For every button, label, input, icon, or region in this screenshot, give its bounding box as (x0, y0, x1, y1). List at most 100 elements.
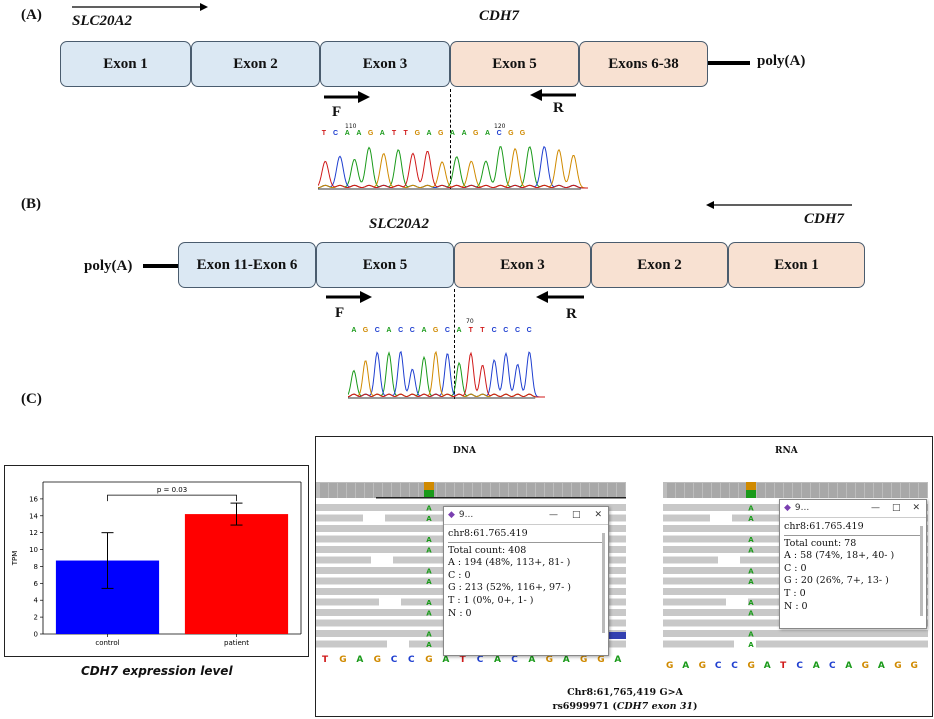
panel-b-gene-right: CDH7 (804, 211, 845, 227)
ref-base-3: C (714, 661, 722, 671)
panel-a-polya-tail (708, 61, 750, 65)
igv-dna-title: DNA (453, 446, 477, 456)
panel-a-seq-base-3: A (356, 130, 362, 137)
ref-base-6: A (763, 661, 771, 671)
ref-base-5: C (408, 655, 415, 665)
close-icon[interactable]: ✕ (912, 503, 920, 514)
coverage-bin (554, 483, 562, 498)
variant-rsid-suffix: ) (693, 701, 698, 712)
read-alt-base: A (426, 599, 432, 607)
coverage-bin (347, 483, 355, 498)
coverage-bin (820, 483, 828, 498)
igv-rna-popup-titlebar[interactable]: ◆ 9... — □ ✕ (780, 500, 926, 518)
coverage-bin (676, 483, 684, 498)
panel-a-exon-3: Exon 3 (320, 41, 450, 87)
panel-b-gene-left: SLC20A2 (369, 216, 430, 232)
coverage-variant-g (424, 482, 434, 490)
ref-base-2: A (356, 655, 364, 665)
read-alt-base: A (748, 578, 754, 586)
trace-G (318, 147, 588, 189)
panel-b-forward-primer (326, 291, 372, 303)
coverage-bin (491, 483, 499, 498)
variant-rsid-prefix: rs6999971 ( (552, 701, 617, 712)
minimize-icon[interactable]: — (548, 510, 558, 521)
coverage-bin (721, 483, 729, 498)
coverage-bin (838, 483, 846, 498)
panel-b-seq-base-15: C (526, 327, 532, 334)
popup-scrollbar[interactable] (602, 533, 605, 633)
panel-b-exon-1: Exon 1 (728, 242, 865, 288)
panel-a-f-label: F (332, 104, 342, 120)
coverage-bin (703, 483, 711, 498)
panel-a-seq-base-1: C (333, 130, 339, 137)
panel-b-exon-11-6: Exon 11-Exon 6 (178, 242, 316, 288)
ref-base-13: A (877, 661, 885, 671)
igv-rna-popup[interactable]: ◆ 9... — □ ✕ chr8:61.765.419 Total count… (779, 499, 927, 629)
panel-b-tick: 70 (466, 318, 474, 325)
minimize-icon[interactable]: — (870, 503, 880, 514)
maximize-icon[interactable]: □ (571, 510, 581, 521)
popup-scrollbar[interactable] (920, 526, 923, 616)
significance-bracket (107, 494, 237, 502)
panel-b-seq-base-8: C (444, 327, 450, 334)
coverage-bin (856, 483, 864, 498)
read-alt-base: A (748, 505, 754, 513)
trace-T (318, 151, 588, 189)
panel-a-seq-base-0: T (321, 130, 326, 137)
panel-b-seq-base-2: C (374, 327, 380, 334)
panel-a-polya-label: poly(A) (757, 53, 806, 69)
coverage-bin (356, 483, 364, 498)
ref-base-7: A (442, 655, 450, 665)
ref-base-8: T (459, 655, 466, 665)
igv-dna-popup-titlebar[interactable]: ◆ 9... — □ ✕ (444, 507, 608, 525)
panel-a-seq-base-16: G (508, 130, 514, 137)
close-icon[interactable]: ✕ (594, 510, 602, 521)
coverage-bin (500, 483, 508, 498)
coverage-bin (455, 483, 463, 498)
coverage-bin (712, 483, 720, 498)
y-tick-label: 6 (34, 580, 39, 588)
coverage-bin (383, 483, 391, 498)
panel-b-seq-base-0: A (351, 327, 357, 334)
igv-dna-popup[interactable]: ◆ 9... — □ ✕ chr8:61.765.419 Total count… (443, 506, 609, 656)
popup-line: T : 1 (0%, 0+, 1- ) (448, 594, 534, 606)
panel-b-cdh7-arrow (706, 201, 852, 209)
coverage-variant-a (746, 490, 756, 498)
panel-b-seq-base-12: C (491, 327, 497, 334)
bar-chart-caption: CDH7 expression level (81, 664, 233, 678)
maximize-icon[interactable]: □ (891, 503, 901, 514)
ref-base-14: A (562, 655, 570, 665)
coverage-bin (919, 483, 927, 498)
coverage-bin (338, 483, 346, 498)
read-alt-base: A (748, 631, 754, 639)
coverage-bin (392, 483, 400, 498)
coverage-bin (847, 483, 855, 498)
coverage-bin (802, 483, 810, 498)
popup-line: Total count: 78 (784, 537, 857, 549)
panel-a-exon-5: Exon 5 (450, 41, 579, 87)
coverage-bin (874, 483, 882, 498)
read-alt-base: A (748, 515, 754, 523)
read-alt-base: A (426, 641, 432, 649)
panel-b-seq-base-4: C (398, 327, 404, 334)
popup-line: T : 0 (784, 587, 806, 599)
popup-line: G : 213 (52%, 116+, 97- ) (448, 582, 571, 594)
panel-a-seq-base-6: T (391, 130, 397, 137)
coverage-bin (446, 483, 454, 498)
panel-a-seq-base-9: A (426, 130, 432, 137)
x-tick-label-patient: patient (224, 639, 249, 647)
panel-a-gene-right: CDH7 (479, 8, 520, 24)
panel-a-seq-base-4: G (367, 130, 374, 137)
coverage-bin (509, 483, 517, 498)
panel-a-tick-1: 110 (345, 123, 357, 130)
panel-b-r-label: R (566, 306, 577, 322)
coverage-bin (667, 483, 675, 498)
ref-base-5: G (747, 661, 755, 671)
popup-line: A : 194 (48%, 113+, 81- ) (448, 557, 571, 569)
ref-base-15: G (580, 655, 588, 665)
panel-a-seq-base-15: C (496, 130, 502, 137)
